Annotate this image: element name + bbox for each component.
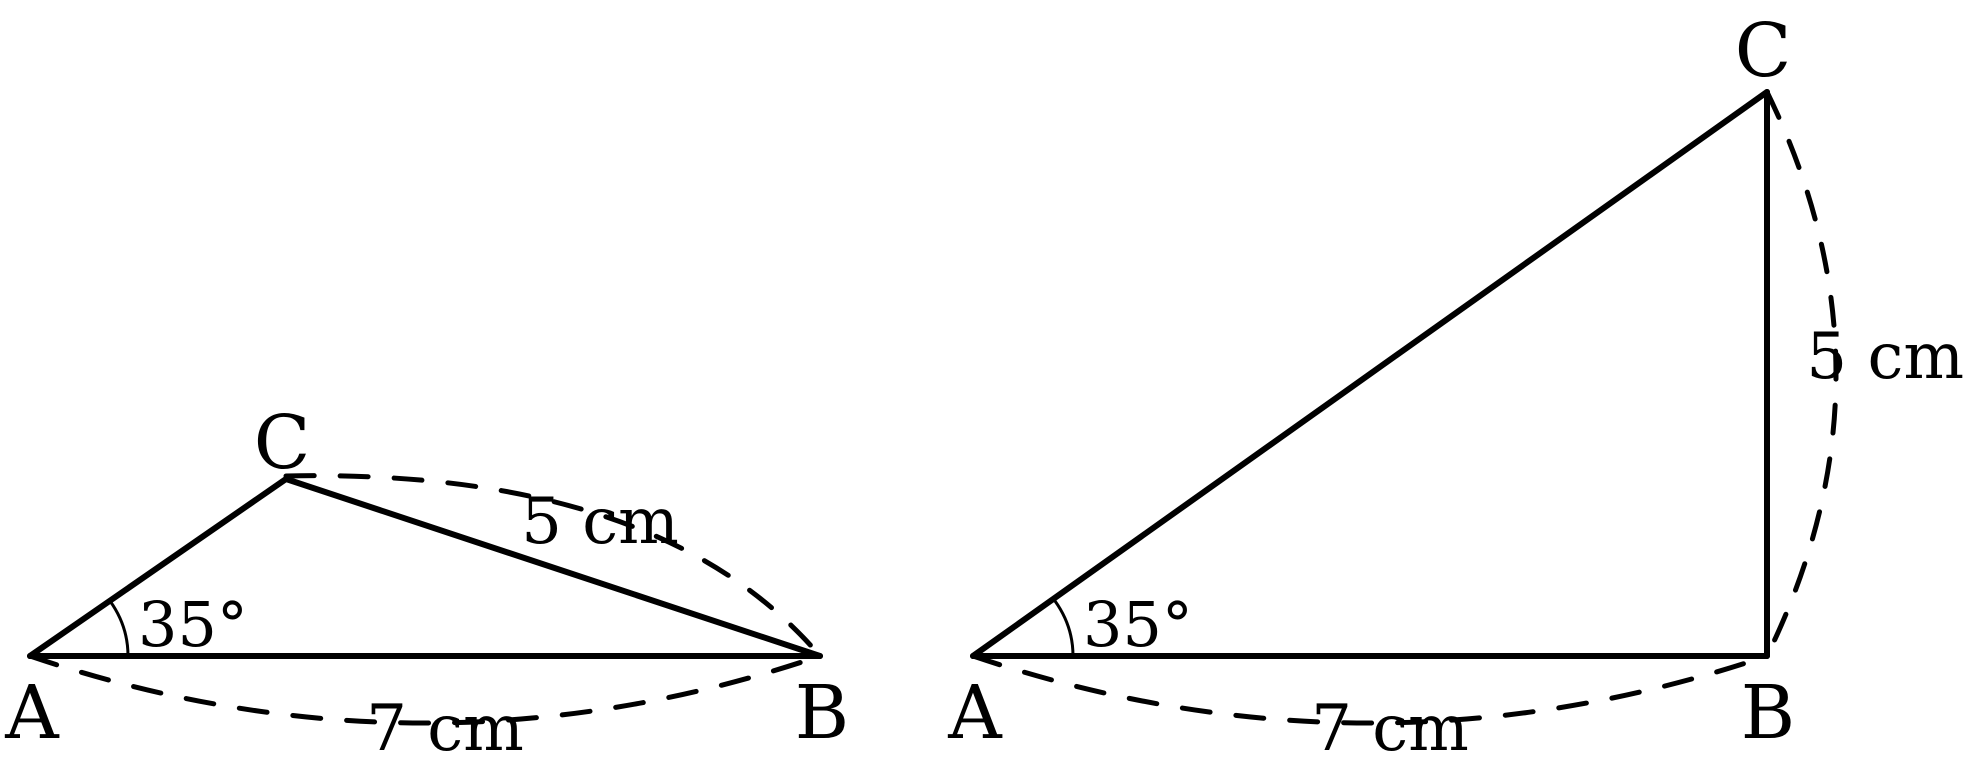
right-label-a: A xyxy=(947,670,1003,756)
left-side-cb xyxy=(283,476,823,659)
left-figure: A B C 35° 7 cm 5 cm xyxy=(4,400,849,766)
left-cb-length-label: 5 cm xyxy=(521,485,679,559)
left-label-c: C xyxy=(254,400,311,486)
right-label-c: C xyxy=(1735,8,1792,94)
right-angle-label: 35° xyxy=(1083,588,1193,661)
left-side-ac xyxy=(27,476,289,659)
left-angle-arc xyxy=(108,600,130,657)
right-ab-measure-arc xyxy=(970,653,1770,726)
right-ab-length-label: 7 cm xyxy=(1311,692,1469,766)
left-ab-measure-arc xyxy=(27,653,823,726)
left-angle-label: 35° xyxy=(138,588,248,661)
right-cb-length-label: 5 cm xyxy=(1806,320,1964,394)
left-cb-measure-arc xyxy=(283,473,823,659)
left-label-a: A xyxy=(4,670,60,756)
right-figure: A B C 35° 7 cm 5 cm xyxy=(947,8,1964,766)
left-label-b: B xyxy=(795,670,849,756)
left-ab-length-label: 7 cm xyxy=(366,692,524,766)
right-angle-arc xyxy=(1053,600,1075,657)
right-label-b: B xyxy=(1741,670,1795,756)
right-cb-measure-arc xyxy=(1764,89,1839,659)
right-side-ac xyxy=(970,89,1770,659)
